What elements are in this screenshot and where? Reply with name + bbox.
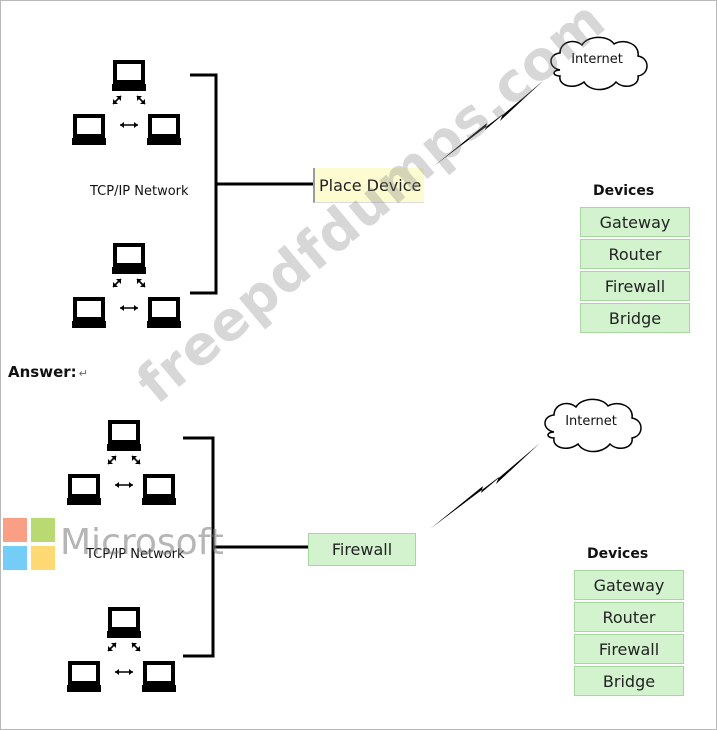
devices-list-answer: Gateway Router Firewall Bridge xyxy=(574,570,684,698)
logo-square-blue xyxy=(3,546,27,570)
device-bridge[interactable]: Bridge xyxy=(580,303,690,333)
lightning-link-answer xyxy=(430,443,540,529)
device-router[interactable]: Router xyxy=(580,239,690,269)
device-bridge-answer: Bridge xyxy=(574,666,684,696)
answer-diagram: Internet xyxy=(67,398,642,692)
device-firewall[interactable]: Firewall xyxy=(580,271,690,301)
top-diagram: Internet xyxy=(72,36,648,328)
place-device-slot[interactable]: Place Device xyxy=(313,168,424,203)
device-gateway-answer: Gateway xyxy=(574,570,684,600)
device-firewall-answer: Firewall xyxy=(574,634,684,664)
pc-cluster-answer-upper xyxy=(67,422,176,505)
devices-title-top: Devices xyxy=(593,183,655,199)
logo-square-yellow xyxy=(31,546,55,570)
network-label-top: TCP/IP Network xyxy=(90,184,189,199)
answer-heading: Answer:↵ xyxy=(8,363,88,381)
device-gateway[interactable]: Gateway xyxy=(580,207,690,237)
answer-device-slot: Firewall xyxy=(308,533,416,566)
answer-label: Answer: xyxy=(8,363,77,381)
microsoft-logo-icon xyxy=(3,518,55,570)
network-label-answer: TCP/IP Network xyxy=(86,547,185,562)
logo-square-red xyxy=(3,518,27,542)
network-bracket-top xyxy=(190,73,313,295)
return-mark: ↵ xyxy=(78,367,88,380)
pc-cluster-top-lower xyxy=(72,245,181,328)
lightning-link-top xyxy=(434,80,544,166)
network-bracket-answer xyxy=(183,436,308,658)
devices-list-top: Gateway Router Firewall Bridge xyxy=(580,207,690,335)
pc-cluster-answer-lower xyxy=(67,609,176,692)
microsoft-watermark: Microsoft xyxy=(60,522,224,563)
pc-cluster-top-upper xyxy=(72,62,181,145)
devices-title-answer: Devices xyxy=(587,546,649,562)
internet-label-answer: Internet xyxy=(565,414,617,429)
internet-label-top: Internet xyxy=(571,52,623,67)
device-router-answer: Router xyxy=(574,602,684,632)
logo-square-green xyxy=(31,518,55,542)
